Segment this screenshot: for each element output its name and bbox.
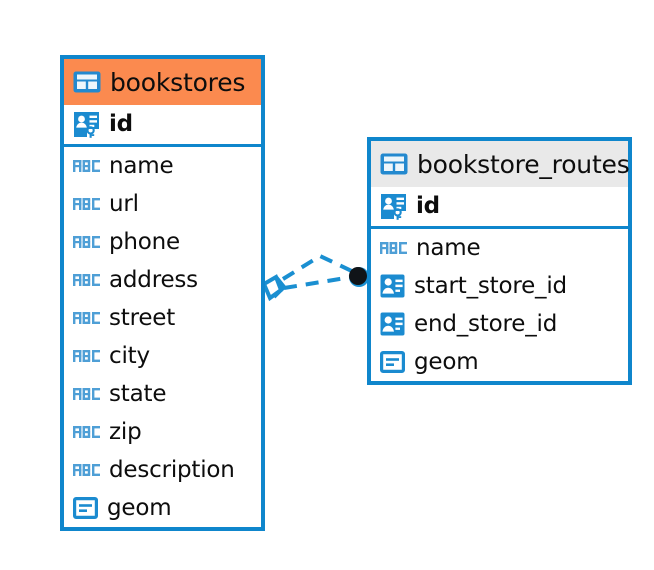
- filled-circle-marker: [349, 267, 369, 287]
- entity-header-bookstore-routes[interactable]: bookstore_routes: [371, 141, 630, 187]
- primary-key-icon: [73, 111, 100, 138]
- field-label: zip: [109, 418, 142, 445]
- foreign-key-icon: [380, 274, 405, 298]
- entity-title: bookstore_routes: [417, 149, 630, 179]
- entity-header-bookstores[interactable]: bookstores: [64, 59, 261, 105]
- field-row-zip[interactable]: zip: [64, 413, 261, 451]
- table-icon: [73, 71, 101, 93]
- abc-text-icon: [73, 424, 100, 440]
- field-row-geom[interactable]: geom: [371, 343, 628, 381]
- field-label: id: [416, 193, 440, 219]
- field-label: address: [109, 266, 198, 293]
- field-row-address[interactable]: address: [64, 261, 261, 299]
- geometry-icon: [73, 497, 98, 519]
- field-label: name: [109, 152, 174, 179]
- field-label: description: [109, 456, 235, 483]
- geometry-icon: [380, 351, 405, 373]
- abc-text-icon: [73, 386, 100, 402]
- relationship-line-arched: [281, 253, 357, 281]
- field-row-name[interactable]: name: [64, 147, 261, 185]
- field-row-id[interactable]: id: [64, 105, 261, 147]
- entity-bookstores[interactable]: bookstores id: [60, 55, 265, 531]
- field-row-city[interactable]: city: [64, 337, 261, 375]
- abc-text-icon: [380, 240, 407, 256]
- abc-text-icon: [73, 196, 100, 212]
- field-row-end-store-id[interactable]: end_store_id: [371, 305, 628, 343]
- field-label: end_store_id: [414, 310, 558, 337]
- field-row-street[interactable]: street: [64, 299, 261, 337]
- field-label: url: [109, 190, 139, 217]
- field-label: state: [109, 380, 167, 407]
- abc-text-icon: [73, 158, 100, 174]
- abc-text-icon: [73, 348, 100, 364]
- field-label: street: [109, 304, 176, 331]
- field-row-id[interactable]: id: [371, 187, 628, 229]
- foreign-key-icon: [380, 312, 405, 336]
- field-row-start-store-id[interactable]: start_store_id: [371, 267, 628, 305]
- field-label: city: [109, 342, 150, 369]
- field-label: geom: [414, 348, 479, 375]
- diamond-outline-marker: [261, 274, 287, 302]
- table-icon: [380, 153, 408, 175]
- relationship-line-straight: [283, 275, 353, 290]
- field-row-phone[interactable]: phone: [64, 223, 261, 261]
- field-label: id: [109, 111, 133, 137]
- field-row-state[interactable]: state: [64, 375, 261, 413]
- abc-text-icon: [73, 310, 100, 326]
- field-label: name: [416, 234, 481, 261]
- field-label: start_store_id: [414, 272, 567, 299]
- entity-bookstore-routes[interactable]: bookstore_routes: [367, 137, 632, 385]
- abc-text-icon: [73, 462, 100, 478]
- field-row-url[interactable]: url: [64, 185, 261, 223]
- field-row-geom[interactable]: geom: [64, 489, 261, 527]
- field-row-description[interactable]: description: [64, 451, 261, 489]
- abc-text-icon: [73, 234, 100, 250]
- entity-title: bookstores: [110, 67, 246, 97]
- primary-key-icon: [380, 193, 407, 220]
- field-label: phone: [109, 228, 180, 255]
- field-row-name[interactable]: name: [371, 229, 628, 267]
- entity-field-list-bookstores: id: [64, 105, 261, 527]
- field-label: geom: [107, 494, 172, 521]
- entity-field-list-bookstore-routes: id: [371, 187, 628, 381]
- abc-text-icon: [73, 272, 100, 288]
